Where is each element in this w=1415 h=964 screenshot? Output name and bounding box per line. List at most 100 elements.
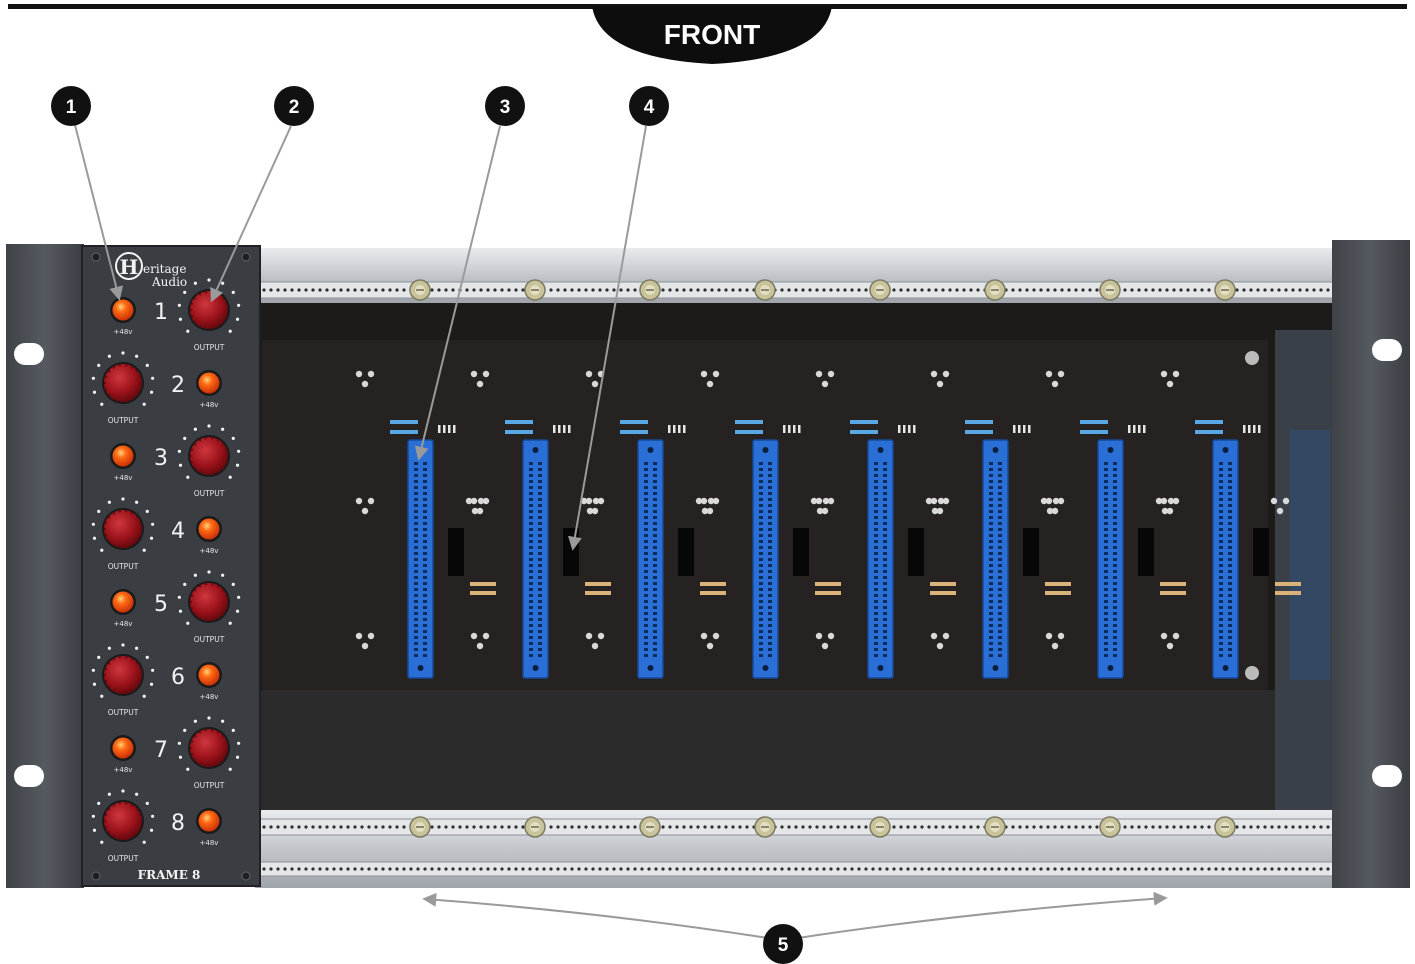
rail-hole bbox=[535, 867, 539, 871]
rail-hole bbox=[388, 288, 392, 292]
edge-connector bbox=[752, 439, 779, 679]
rail-hole bbox=[1207, 825, 1211, 829]
rail-hole bbox=[612, 288, 616, 292]
output-label: OUTPUT bbox=[108, 854, 139, 863]
rail-hole bbox=[437, 288, 441, 292]
phantom-power-button[interactable]: +48v bbox=[110, 297, 136, 336]
rail-hole bbox=[689, 825, 693, 829]
edge-connector bbox=[1212, 439, 1239, 679]
brand-logo-icon bbox=[115, 252, 143, 280]
rail-hole bbox=[1025, 825, 1029, 829]
channel-number: 4 bbox=[171, 519, 185, 544]
rail-hole bbox=[1319, 288, 1323, 292]
callout-number: 5 bbox=[778, 935, 789, 956]
rail-hole bbox=[1256, 825, 1260, 829]
rail-hole bbox=[486, 288, 490, 292]
rail-hole bbox=[878, 867, 882, 871]
rail-hole bbox=[1130, 288, 1134, 292]
brand-logo-mark: H bbox=[120, 255, 139, 279]
board-component bbox=[1045, 370, 1065, 388]
output-knob[interactable]: OUTPUT bbox=[177, 716, 241, 790]
rail-hole bbox=[731, 288, 735, 292]
rail-hole bbox=[913, 867, 917, 871]
rail-hole bbox=[962, 867, 966, 871]
rail-hole bbox=[920, 825, 924, 829]
board-cutout bbox=[1138, 528, 1154, 576]
panel-screw bbox=[241, 252, 251, 262]
board-resistor bbox=[505, 420, 571, 434]
board-component bbox=[815, 370, 835, 388]
rail-hole bbox=[1284, 867, 1288, 871]
output-knob[interactable]: OUTPUT bbox=[91, 789, 155, 863]
rail-hole bbox=[493, 288, 497, 292]
output-knob[interactable]: OUTPUT bbox=[177, 570, 241, 644]
rail-hole bbox=[822, 288, 826, 292]
rail-hole bbox=[941, 867, 945, 871]
phantom-power-button[interactable]: +48v bbox=[196, 808, 222, 847]
rail-screw bbox=[754, 279, 776, 301]
output-knob[interactable]: OUTPUT bbox=[177, 424, 241, 498]
output-knob[interactable]: OUTPUT bbox=[91, 643, 155, 717]
rail-hole bbox=[1081, 288, 1085, 292]
phantom-label: +48v bbox=[200, 547, 219, 555]
rail-hole bbox=[1039, 867, 1043, 871]
rail-hole bbox=[367, 825, 371, 829]
rail-hole bbox=[570, 825, 574, 829]
rail-hole bbox=[1137, 867, 1141, 871]
edge-connector bbox=[637, 439, 664, 679]
rail-hole bbox=[388, 825, 392, 829]
callout-badge-4: 4 bbox=[629, 86, 669, 126]
rail-hole bbox=[584, 825, 588, 829]
rail-hole bbox=[479, 867, 483, 871]
rail-hole bbox=[507, 867, 511, 871]
rail-hole bbox=[465, 288, 469, 292]
rail-hole bbox=[976, 867, 980, 871]
rail-hole bbox=[430, 825, 434, 829]
output-knob[interactable]: OUTPUT bbox=[91, 497, 155, 571]
phantom-power-button[interactable]: +48v bbox=[110, 589, 136, 628]
rail-hole bbox=[899, 825, 903, 829]
channel-number: 2 bbox=[171, 373, 185, 398]
rail-screw bbox=[409, 279, 431, 301]
rail-hole bbox=[1158, 825, 1162, 829]
phantom-power-button[interactable]: +48v bbox=[110, 443, 136, 482]
rail-hole bbox=[1270, 867, 1274, 871]
board-resistor bbox=[815, 582, 841, 595]
rail-hole bbox=[1270, 288, 1274, 292]
rail-hole bbox=[1046, 867, 1050, 871]
phantom-power-button[interactable]: +48v bbox=[110, 735, 136, 774]
rail-hole bbox=[1284, 825, 1288, 829]
board-component bbox=[930, 632, 950, 650]
board-component bbox=[1160, 497, 1180, 515]
rail-hole bbox=[1235, 825, 1239, 829]
rail-hole bbox=[1242, 867, 1246, 871]
rail-hole bbox=[934, 288, 938, 292]
phantom-power-button[interactable]: +48v bbox=[196, 370, 222, 409]
rail-hole bbox=[570, 867, 574, 871]
rail-hole bbox=[815, 825, 819, 829]
rail-hole bbox=[416, 867, 420, 871]
board-cutout bbox=[1023, 528, 1039, 576]
board-component bbox=[810, 497, 830, 515]
rail-hole bbox=[675, 825, 679, 829]
rail-hole bbox=[458, 867, 462, 871]
board-resistor bbox=[620, 420, 686, 434]
rail-hole bbox=[759, 867, 763, 871]
board-component bbox=[695, 497, 715, 515]
rail-hole bbox=[430, 867, 434, 871]
rail-hole bbox=[465, 867, 469, 871]
callout-arrow-5b bbox=[797, 891, 1168, 939]
rail-hole bbox=[1137, 288, 1141, 292]
rail-hole bbox=[1018, 867, 1022, 871]
rail-hole bbox=[304, 825, 308, 829]
rail-hole bbox=[808, 288, 812, 292]
rail-hole bbox=[297, 867, 301, 871]
rail-screw bbox=[409, 816, 431, 838]
phantom-power-button[interactable]: +48v bbox=[196, 516, 222, 555]
output-knob[interactable]: OUTPUT bbox=[91, 351, 155, 425]
rail-hole bbox=[864, 825, 868, 829]
rail-hole bbox=[612, 825, 616, 829]
phantom-power-button[interactable]: +48v bbox=[196, 662, 222, 701]
